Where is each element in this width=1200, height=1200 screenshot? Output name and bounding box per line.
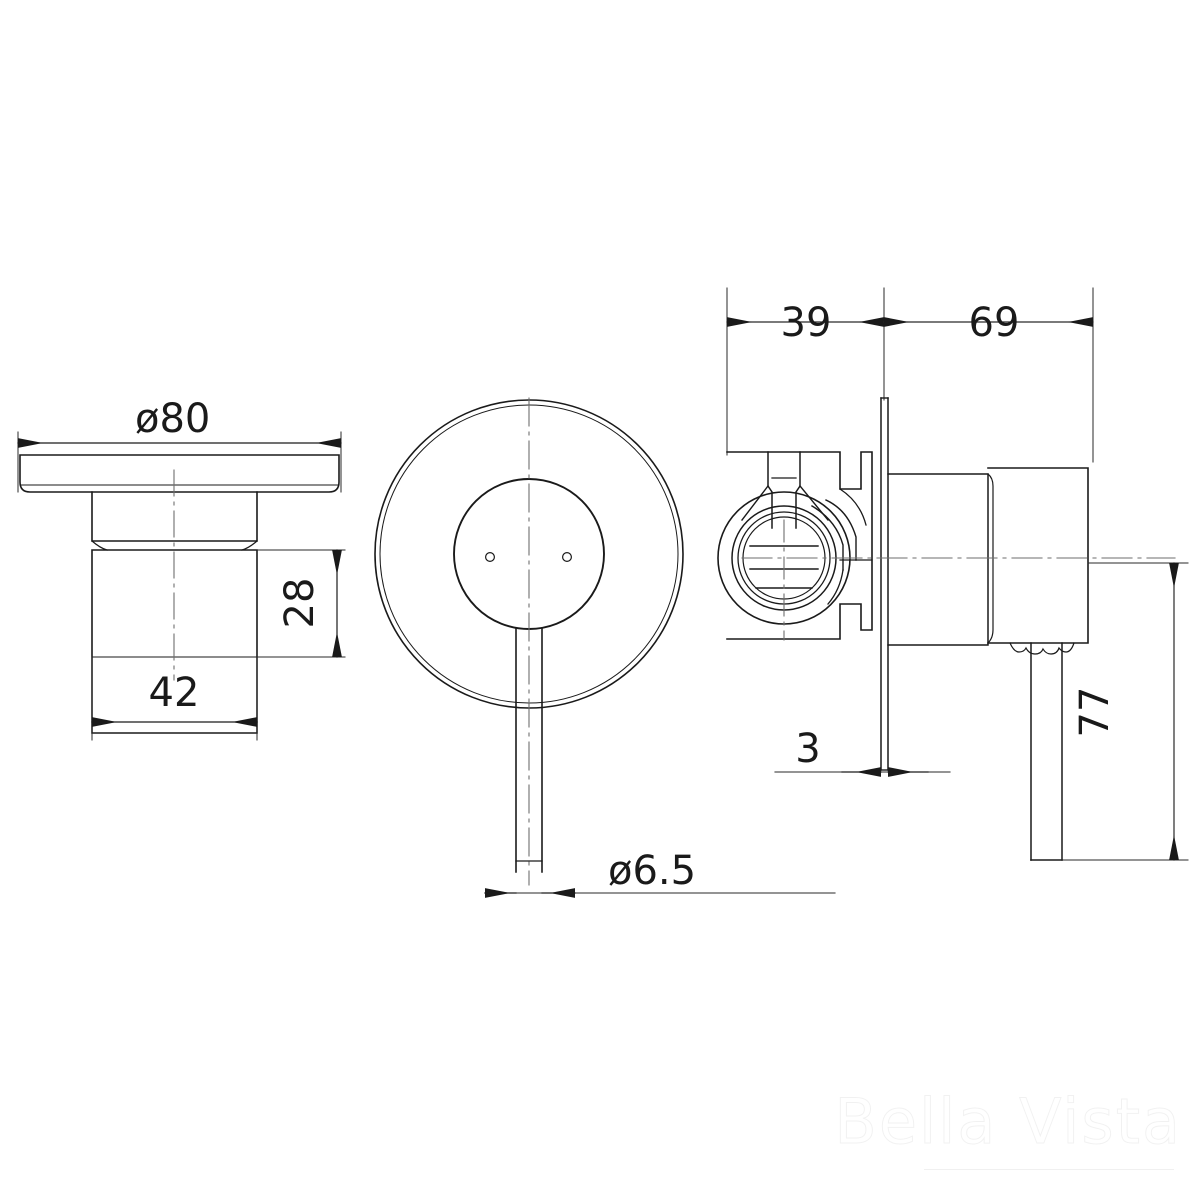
dim-label-28: 28: [277, 578, 323, 629]
lever-tang-right: [795, 451, 801, 529]
ext-lines-28: [256, 549, 346, 658]
view-front: [374, 397, 836, 898]
dim-label-39: 39: [781, 300, 832, 346]
dim-label-69: 69: [969, 300, 1020, 346]
dim-label-3: 3: [795, 726, 820, 772]
dim-label-42: 42: [149, 670, 200, 716]
index-hole-left: [485, 551, 496, 562]
watermark-bella-vista: Bella Vista: [834, 1085, 1182, 1159]
lever-tang-left: [767, 451, 773, 529]
view-section: [717, 287, 1189, 861]
dim-label-77: 77: [1072, 687, 1118, 738]
tang-flank-left: [741, 485, 769, 521]
watermark-underline: [924, 1169, 1174, 1170]
shoulder-rib-inner: [811, 505, 844, 571]
shoulder-rib-bottom: [827, 569, 844, 605]
collar-chamfer-left: [91, 540, 108, 551]
dim-label-dia80: ø80: [135, 396, 210, 442]
collar-profile: [91, 491, 258, 542]
outer-cylinder: [987, 467, 1089, 644]
plate-profile: [19, 454, 340, 493]
view-side-plate: [17, 431, 346, 741]
index-hole-right: [561, 551, 572, 562]
collar-chamfer-right: [241, 540, 258, 551]
dim-label-dia65: ø6.5: [608, 848, 696, 894]
valve-housing-outline: [726, 451, 873, 640]
lever-root-knurl: [1009, 642, 1075, 655]
shoulder-rib-top: [839, 488, 867, 526]
rear-body-near: [887, 473, 989, 646]
shoulder-rib-outer: [825, 499, 857, 561]
ext-lines-39-69: [726, 287, 1094, 463]
